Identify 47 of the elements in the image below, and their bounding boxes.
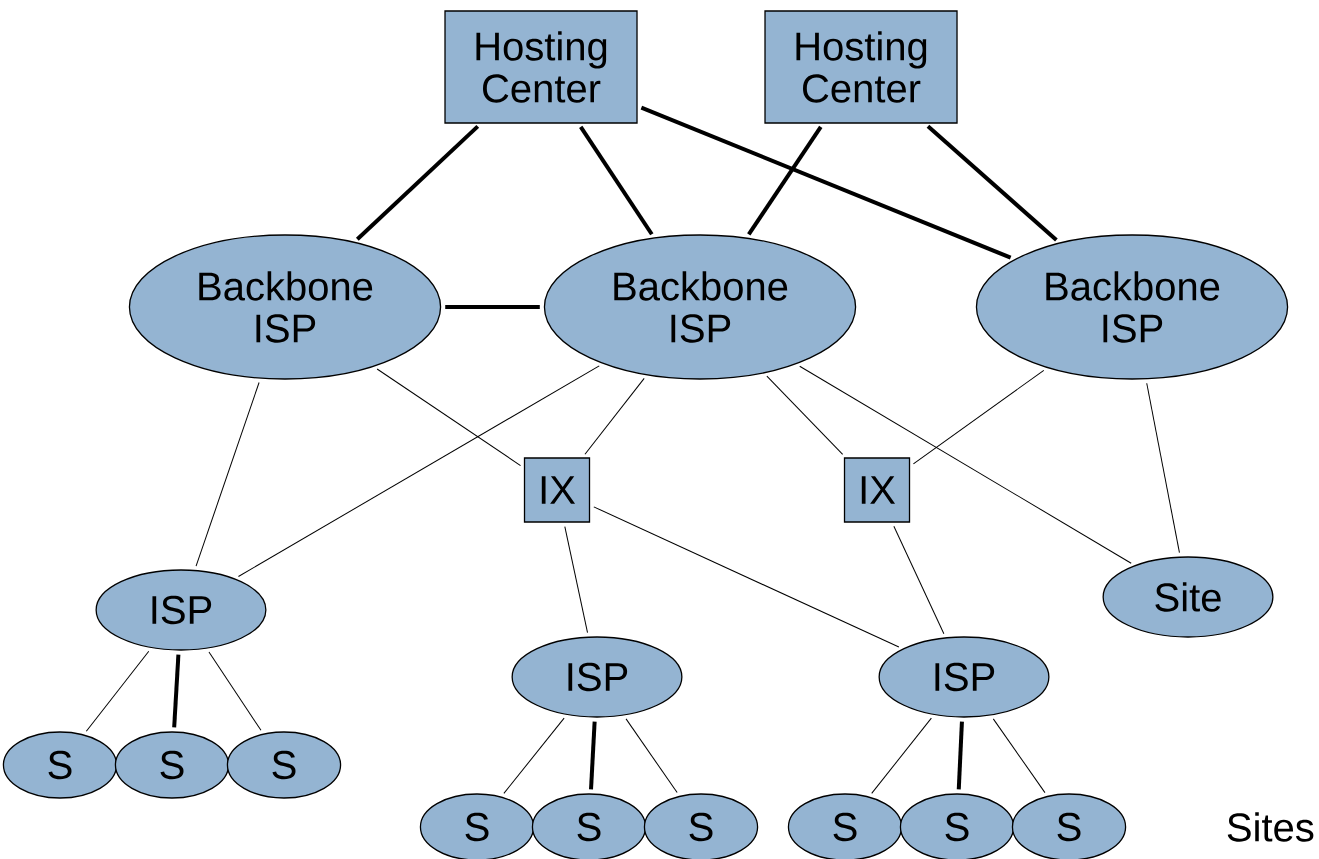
connector-line (445, 305, 540, 309)
ellipse-node: S (226, 731, 342, 799)
box-node: IX (843, 457, 911, 523)
connector-line (893, 525, 945, 635)
connector-line (871, 717, 932, 794)
ellipse-node: S (1011, 793, 1127, 859)
connector-line (956, 721, 964, 790)
connector-line (376, 368, 522, 467)
connector-line (579, 125, 654, 236)
connector-line (208, 651, 262, 731)
connector-line (589, 721, 597, 790)
connector-line (584, 377, 645, 455)
connector-line (992, 718, 1046, 794)
connector-line (1146, 382, 1180, 554)
connector-line (85, 650, 150, 732)
connector-line (640, 105, 1012, 260)
ellipse-node: S (899, 793, 1015, 859)
ellipse-node: ISP (95, 569, 267, 651)
ellipse-node: S (531, 793, 647, 859)
group-label: Sites (1227, 812, 1314, 842)
ellipse-node: Backbone ISP (543, 234, 857, 380)
ellipse-node: Site (1102, 556, 1274, 638)
box-node: Hosting Center (444, 10, 638, 124)
connector-line (172, 654, 181, 728)
connector-line (503, 717, 565, 794)
ellipse-node: Backbone ISP (975, 234, 1289, 380)
connector-line (625, 718, 678, 794)
box-node: Hosting Center (764, 10, 958, 124)
ellipse-node: Backbone ISP (128, 234, 442, 380)
connector-line (766, 375, 844, 455)
connector-line (912, 369, 1045, 465)
connector-line (747, 125, 823, 236)
ellipse-node: S (2, 731, 118, 799)
ellipse-node: ISP (511, 636, 683, 718)
ellipse-node: S (787, 793, 903, 859)
connector-line (926, 124, 1058, 242)
connector-line (355, 124, 480, 241)
connector-line (237, 365, 600, 577)
ellipse-node: S (419, 793, 535, 859)
connector-line (799, 365, 1132, 564)
ellipse-node: S (114, 731, 230, 799)
connector-line (593, 506, 900, 648)
ellipse-node: ISP (878, 636, 1050, 718)
box-node: IX (523, 457, 591, 523)
connector-line (564, 526, 588, 634)
connector-line (195, 382, 260, 567)
ellipse-node: S (643, 793, 759, 859)
